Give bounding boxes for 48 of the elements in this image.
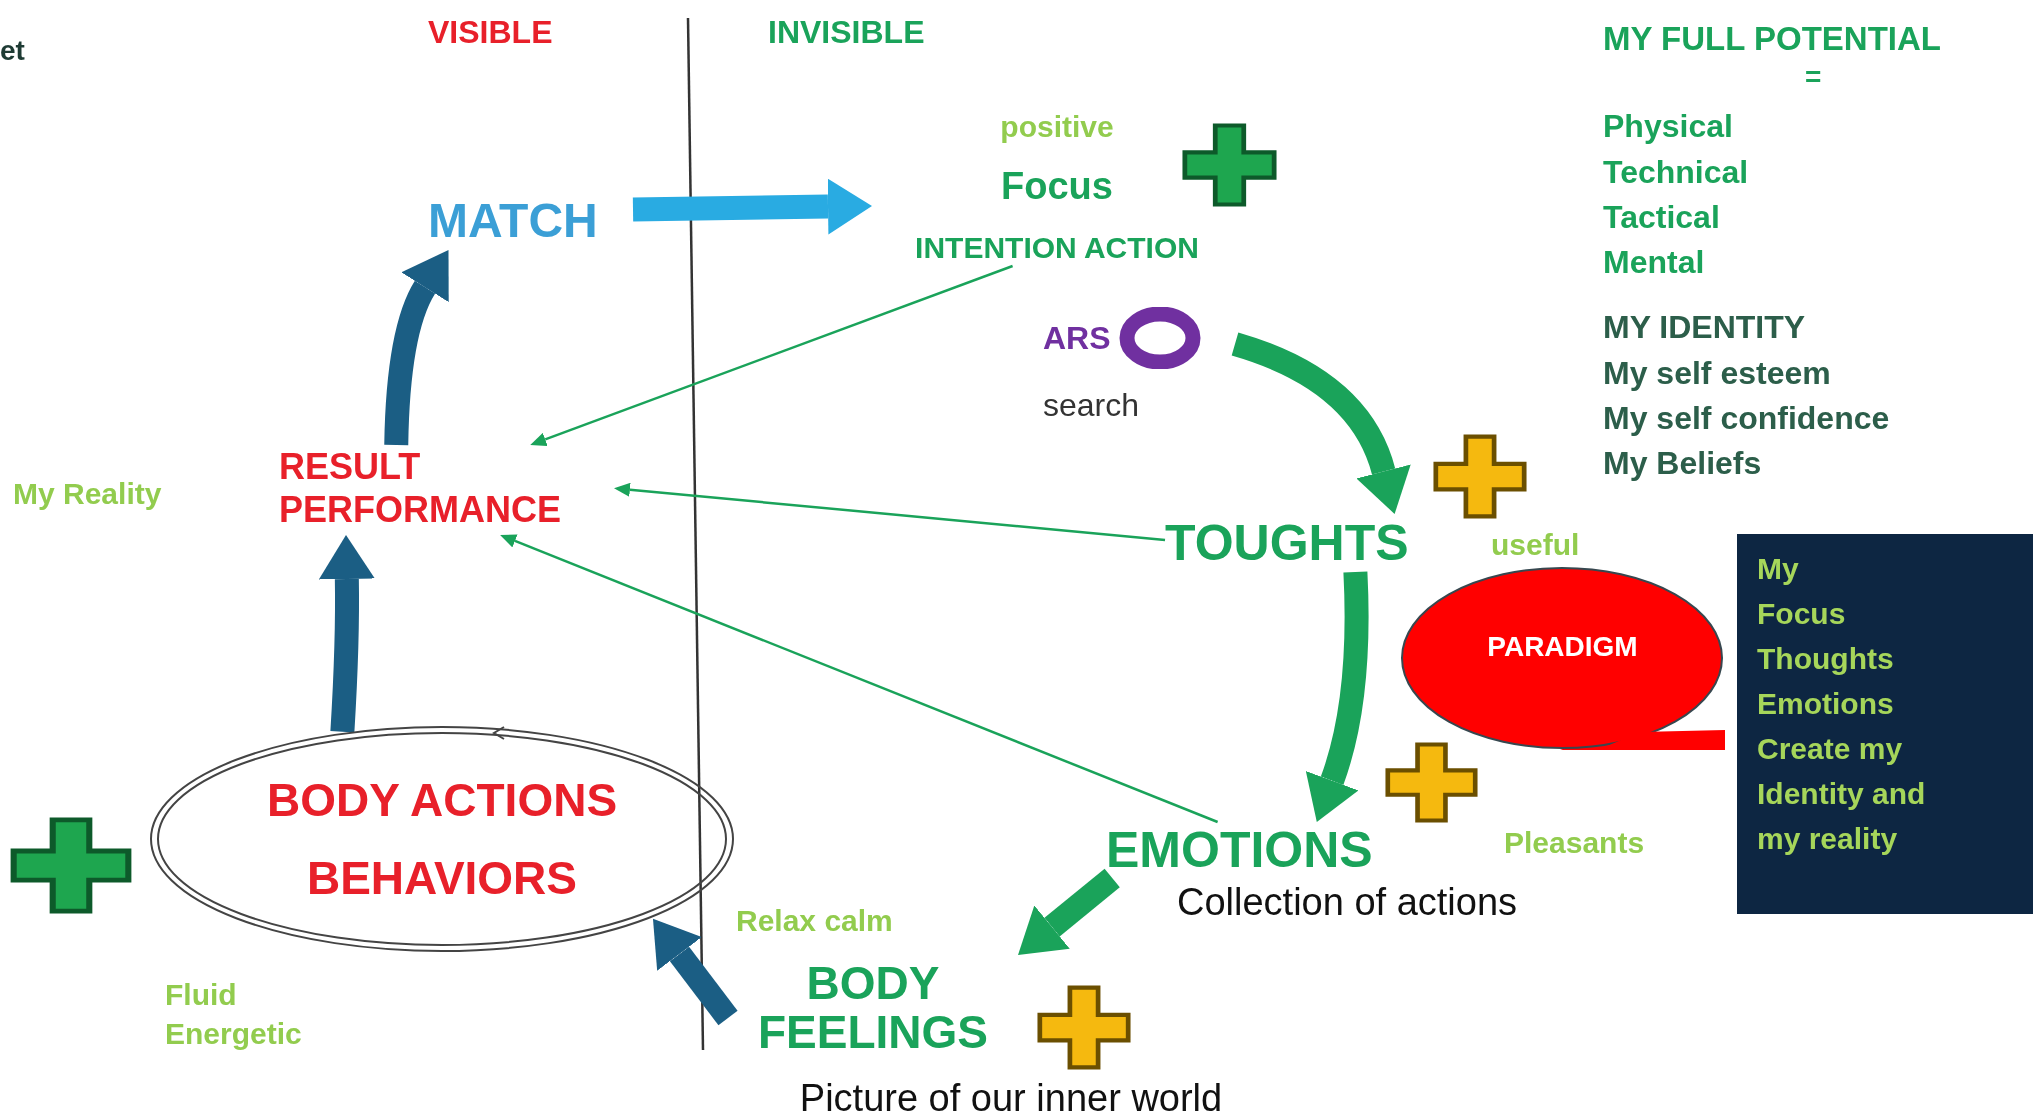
concept-label: MATCH [428,192,633,250]
concept-label: BODY ACTIONS BEHAVIORS [265,772,619,906]
caption: Picture of our inner world [799,1076,1223,1116]
panel-text: My [1757,551,1800,587]
arrow [1018,868,1120,955]
concept-label: INTENTION ACTION [915,229,1199,266]
arrow [1231,332,1411,514]
text-label: Relax calm [736,903,893,939]
text-label: Collection of actions [1177,880,1518,925]
qualifier-label: My Reality [13,476,162,512]
panel-text: Thoughts [1757,641,1895,677]
concept-label: Focus [1001,164,1113,210]
concept-label: BODY FEELINGS [728,955,1018,1060]
text-label: MY IDENTITY [1603,308,1806,347]
text-label: useful [1491,527,1580,563]
arrow [614,482,1166,542]
panel-text: Focus [1757,596,1847,632]
text-label: My self esteem [1603,354,1831,393]
panel-text: Emotions [1757,686,1895,722]
text-label: INVISIBLE [768,13,925,52]
arrow [632,178,872,235]
text-label: My Beliefs [1603,444,1762,483]
text-label: Pleasants [1504,825,1645,861]
text-label: = [1805,60,1822,94]
concept-label: ARS [1043,319,1111,358]
text-label: Mental [1603,243,1705,282]
arrow [530,264,1014,446]
concept-label: EMOTIONS [1106,822,1416,878]
concept-label: RESULT PERFORMANCE [279,445,614,535]
text-label: Physical [1603,107,1733,146]
text-label: VISIBLE [428,13,553,52]
arrow [384,248,450,446]
concept-label: TOUGHTS [1165,514,1445,572]
text-label: Technical [1603,153,1749,192]
qualifier-label: Fluid Energetic [165,977,303,1052]
text-label: Tactical [1603,198,1720,237]
text-label: MY FULL POTENTIAL [1603,19,1941,59]
panel-text: Create my Identity and my reality [1757,731,1927,857]
arrow [1305,571,1369,823]
arrow [318,535,375,733]
note-text: search [1043,386,1140,425]
arrow [500,534,1219,824]
text-label: et [0,34,25,68]
concept-label: PARADIGM [1487,629,1638,664]
text-label: My self confidence [1603,399,1890,438]
text-panel [1737,534,2033,914]
arrow [652,918,738,1026]
qualifier-label: positive [1000,109,1114,145]
